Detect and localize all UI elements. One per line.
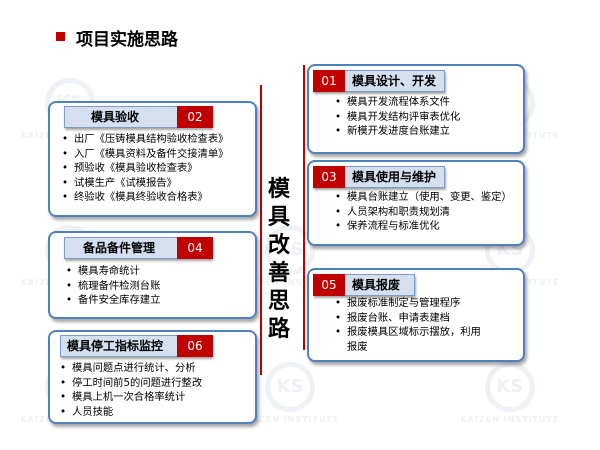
list-item: 新模开发进度台账建立 (335, 124, 460, 139)
list-item: 报废模具区域标示摆放，利用 (335, 325, 481, 340)
center-title: 模 具 改 善 思 路 (267, 177, 290, 342)
list-item: 停工时间前5的问题进行整改 (60, 376, 202, 391)
card-title: 模具报废 (352, 278, 401, 292)
card-item-list: 模具台账建立（使用、变更、鉴定） 人员架构和职责规划清 保养流程与标准优化 (335, 190, 512, 234)
card-item-list: 报废标准制定与管理程序 报废台账、申请表建档 报废模具区域标示摆放，利用 报废 (335, 296, 481, 354)
card-number-badge: 05 (313, 274, 345, 296)
card-item-list: 模具开发流程体系文件 模具开发结构评审表优化 新模开发进度台账建立 (335, 95, 460, 139)
card-title: 模具停工指标监控 (67, 339, 164, 353)
card-header-mold-acceptance: 模具验收 02 (64, 106, 213, 128)
card-item-list: 模具问题点进行统计、分析 停工时间前5的问题进行整改 模具上机一次合格率统计 人… (60, 361, 202, 419)
card-header-usage-maintenance: 03 模具使用与维护 (313, 166, 445, 188)
list-item: 模具开发结构评审表优化 (335, 110, 460, 125)
list-item: 保养流程与标准优化 (335, 219, 512, 234)
card-number-badge: 02 (177, 106, 213, 128)
card-header-downtime-monitoring: 模具停工指标监控 06 (60, 335, 213, 357)
list-item: 入厂《模具资料及备件交接清单》 (62, 147, 228, 162)
card-title: 模具设计、开发 (352, 74, 437, 88)
list-item: 模具开发流程体系文件 (335, 95, 460, 110)
list-item: 报废标准制定与管理程序 (335, 296, 481, 311)
list-item: 报废 (347, 340, 368, 353)
list-item: 模具上机一次合格率统计 (60, 390, 202, 405)
card-header-mold-scrapping: 05 模具报废 (313, 274, 415, 296)
card-header-spare-parts: 备品备件管理 04 (64, 237, 213, 259)
card-title: 模具验收 (91, 110, 140, 124)
divider-line-left (260, 85, 262, 375)
card-title: 模具使用与维护 (352, 170, 437, 184)
list-item: 终验收《模具终验收合格表》 (62, 190, 228, 205)
list-item: 备件安全库存建立 (66, 293, 160, 308)
title-bullet-icon (56, 32, 65, 41)
card-number-badge: 04 (177, 237, 213, 259)
card-number-badge: 06 (177, 335, 213, 357)
list-item: 出厂《压铸模具结构验收检查表》 (62, 132, 228, 147)
page-title: 项目实施思路 (76, 30, 178, 50)
card-number-badge: 03 (313, 166, 345, 188)
card-item-list: 模具寿命统计 梳理备件检测台账 备件安全库存建立 (66, 264, 160, 308)
list-item: 报废台账、申请表建档 (335, 311, 481, 326)
card-number-badge: 01 (313, 70, 345, 92)
list-item: 模具寿命统计 (66, 264, 160, 279)
list-item: 人员架构和职责规划清 (335, 205, 512, 220)
divider-line-right (303, 65, 305, 350)
list-item: 模具台账建立（使用、变更、鉴定） (335, 190, 512, 205)
card-title: 备品备件管理 (83, 241, 156, 255)
card-item-list: 出厂《压铸模具结构验收检查表》 入厂《模具资料及备件交接清单》 预验收《模具验收… (62, 132, 228, 205)
list-item: 预验收《模具验收检查表》 (62, 161, 228, 176)
card-header-mold-design: 01 模具设计、开发 (313, 70, 445, 92)
list-item: 梳理备件检测台账 (66, 279, 160, 294)
list-item: 模具问题点进行统计、分析 (60, 361, 202, 376)
list-item: 人员技能 (60, 405, 202, 420)
list-item: 试模生产《试模报告》 (62, 176, 228, 191)
